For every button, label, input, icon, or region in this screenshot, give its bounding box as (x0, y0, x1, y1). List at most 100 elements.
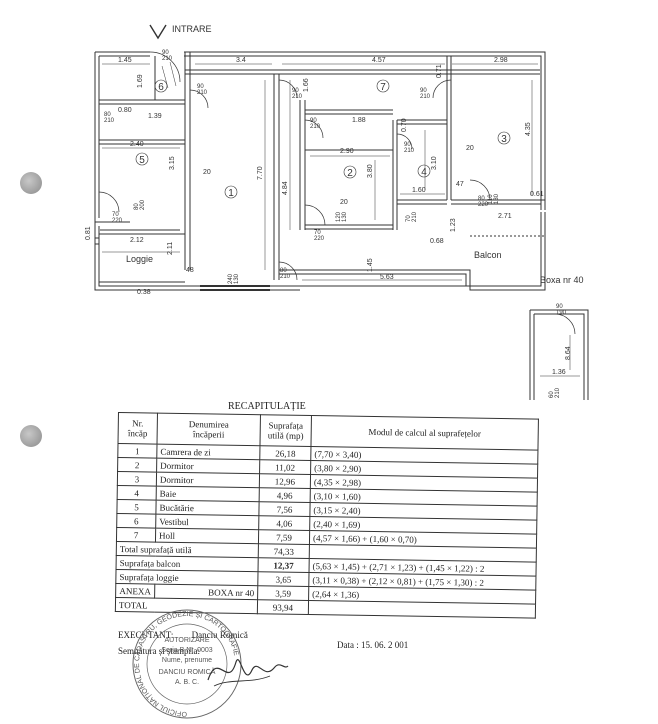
dimension: 3.15 (169, 156, 176, 170)
door-code-line: 130 (342, 211, 348, 222)
executant-label: EXECUTANT: (118, 630, 174, 640)
room-number: 1 (228, 188, 234, 199)
dimension: 0.68 (430, 238, 444, 245)
door-code-line: 80 (134, 203, 140, 210)
cell-area: 12,96 (259, 473, 311, 489)
loggie-label: Loggie (126, 254, 153, 264)
recap-table: Nr. încăp Denumirea încăperii Suprafața … (115, 412, 539, 619)
door-code-line: 90 (310, 118, 317, 124)
document-date: Data : 15. 06. 2 001 (337, 640, 409, 650)
dimension: 1.69 (137, 74, 144, 88)
summary-value: 74,33 (258, 543, 310, 559)
dimension: 48 (186, 267, 194, 274)
dimension: 47 (456, 181, 464, 188)
cell-nr: 4 (117, 485, 157, 501)
cell-nr: 2 (117, 457, 157, 473)
cell-area: 7,59 (258, 529, 310, 545)
stamp-line: DANCIU ROMICĂ (159, 667, 216, 676)
punch-hole-top (20, 172, 42, 194)
door-code-line: 70 (406, 215, 412, 222)
door-code: 80200 (134, 199, 146, 210)
door-code-line: 130 (494, 193, 500, 204)
door-code-line: 90 (404, 142, 411, 148)
dimension: 0.70 (401, 118, 408, 132)
balcon-label: Balcon (474, 250, 502, 260)
door-code-line: 210 (310, 124, 321, 130)
dimension: 1.88 (352, 117, 366, 124)
cell-area: 26,18 (259, 445, 311, 461)
stamp-line: A. B. C. (175, 679, 199, 686)
door-code-line: 210 (162, 56, 173, 62)
cell-nr: 6 (116, 513, 156, 529)
door-code-line: 210 (280, 274, 291, 280)
recap-title: RECAPITULAȚIE (228, 401, 306, 412)
door-code-line: 90 (292, 88, 299, 94)
dimension: 0.61 (530, 191, 544, 198)
stamp-line: Seria B Nr. 0003 (161, 647, 212, 654)
dimension: 5.63 (380, 274, 394, 281)
door-code: 110130 (488, 193, 500, 204)
door-code-line: 70 (112, 212, 119, 218)
total-value: 93,94 (257, 599, 309, 615)
dimension: 4.57 (372, 57, 386, 64)
room-number: 6 (158, 82, 164, 93)
dimension: 1.45 (367, 258, 374, 272)
door-code-line: 90 (420, 88, 427, 94)
executant-name: Danciu Romică (191, 630, 248, 640)
room-number: 5 (139, 155, 145, 166)
door-code-line: 130 (234, 273, 240, 284)
recap-header-text: Nr. încăp (127, 418, 148, 439)
dimension: 0.38 (137, 289, 151, 296)
dimension: 20 (466, 145, 474, 152)
door-code-line: 210 (555, 387, 561, 398)
dimension: 2.11 (167, 242, 174, 255)
door-code: 60210 (549, 387, 561, 398)
door-code-line: 90 (556, 304, 563, 310)
dimension: 2.12 (130, 237, 144, 244)
door-code: 70210 (406, 211, 418, 222)
floor-plan: INTRARE Boxa nr 40 Loggie Balcon 1 2 3 4… (85, 24, 589, 400)
dimension: 2.71 (498, 213, 512, 220)
cell-nr: 5 (116, 499, 157, 515)
door-code-line: 220 (314, 236, 325, 242)
summary-value: 12,37 (258, 557, 310, 573)
room-numbers: 1 2 3 4 5 6 7 (135, 79, 511, 199)
cell-area: 4,06 (258, 515, 310, 531)
dimension: 1.66 (303, 78, 310, 92)
summary-value: 3,65 (257, 571, 310, 587)
door-code-line: 210 (412, 211, 418, 222)
door-code-line: 90 (162, 50, 169, 56)
cell-area: 4,96 (259, 487, 311, 503)
dimension: 3.80 (367, 164, 374, 178)
door-code-line: 210 (420, 94, 431, 100)
recap-header-cell: Modul de calcul al suprafețelor (310, 415, 539, 451)
dimension: 1.36 (552, 369, 566, 376)
door-code-line: 190 (556, 310, 567, 316)
anexa-label: ANEXA (115, 583, 155, 599)
door-code-line: 240 (228, 273, 234, 284)
dimension: 7.70 (257, 166, 264, 180)
dimension: 3.10 (431, 156, 438, 170)
cell-nr: 7 (116, 527, 156, 543)
room-number: 2 (347, 168, 353, 179)
entrance-label: INTRARE (172, 24, 212, 34)
door-code-line: 220 (478, 202, 489, 208)
door-code-line: 110 (488, 194, 494, 204)
dimension: 2.40 (130, 141, 144, 148)
dimension: 1.39 (148, 113, 162, 120)
dimension: 8.64 (565, 346, 572, 360)
room-number: 7 (380, 82, 386, 93)
door-code-line: 80 (104, 112, 111, 118)
door-code-line: 210 (292, 94, 303, 100)
door-code-line: 70 (314, 230, 321, 236)
